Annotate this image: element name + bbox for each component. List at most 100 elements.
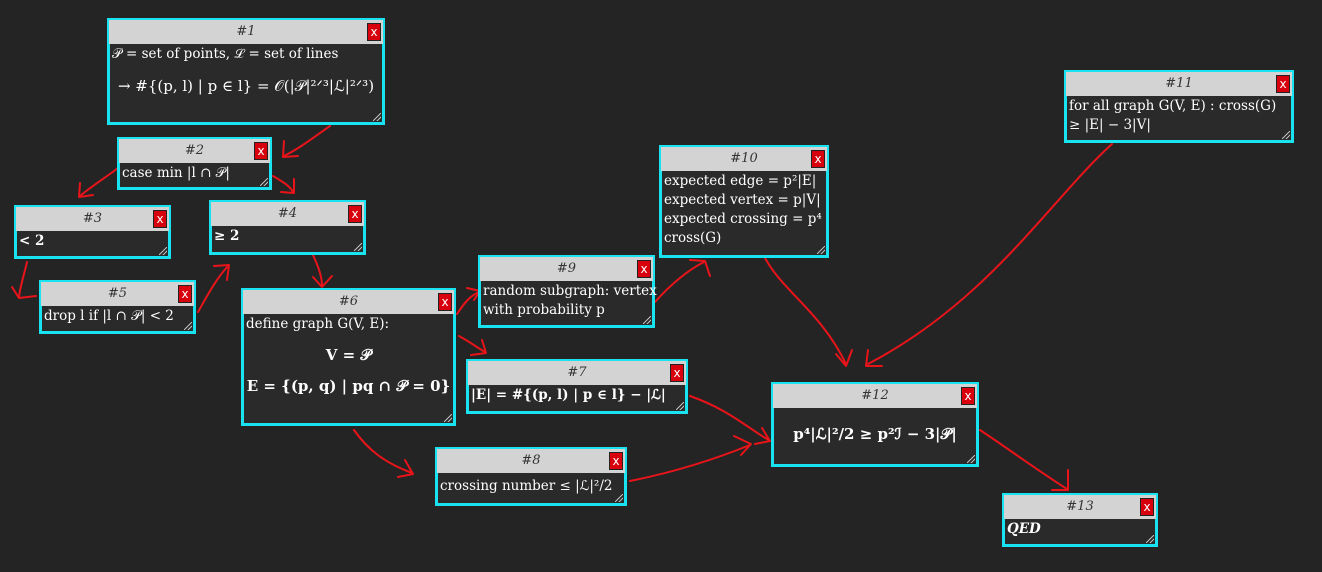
node-7[interactable]: #7 x |E| = #{(p, l) | p ∈ l} − |ℒ| xyxy=(466,359,688,414)
node-11-header[interactable]: #11 x xyxy=(1066,72,1292,96)
node-1-line-1: 𝒫 = set of points, ℒ = set of lines xyxy=(112,46,339,62)
node-1-title: #1 xyxy=(236,24,256,39)
node-8[interactable]: #8 x crossing number ≤ |ℒ|²/2 xyxy=(435,447,627,506)
node-5[interactable]: #5 x drop l if |l ∩ 𝒫| < 2 xyxy=(39,280,196,334)
node-1[interactable]: #1 x 𝒫 = set of points, ℒ = set of lines… xyxy=(107,18,385,125)
node-3-title: #3 xyxy=(82,211,103,226)
arrow-11-to-12 xyxy=(867,143,1113,365)
resize-handle[interactable] xyxy=(817,246,825,254)
resize-handle[interactable] xyxy=(373,113,381,121)
close-button[interactable]: x xyxy=(254,142,268,160)
close-button[interactable]: x xyxy=(438,293,452,311)
close-button[interactable]: x xyxy=(153,210,167,228)
node-11[interactable]: #11 x for all graph G(V, E) : cross(G) ≥… xyxy=(1064,70,1294,143)
node-2[interactable]: #2 x case min |l ∩ 𝒫| xyxy=(117,137,272,190)
node-9[interactable]: #9 x random subgraph: vertex with probab… xyxy=(478,255,657,328)
resize-handle[interactable] xyxy=(260,178,268,186)
node-4-line-1: ≥ 2 xyxy=(214,228,240,244)
arrow-2-to-4 xyxy=(272,175,294,193)
node-3[interactable]: #3 x < 2 xyxy=(14,205,171,259)
close-button[interactable]: x xyxy=(1140,498,1154,516)
node-5-line-1: drop l if |l ∩ 𝒫| < 2 xyxy=(44,308,174,324)
resize-handle[interactable] xyxy=(615,494,623,502)
arrow-6-to-7 xyxy=(458,335,486,353)
node-2-title: #2 xyxy=(184,143,205,158)
node-3-header[interactable]: #3 x xyxy=(16,207,169,231)
node-2-line-1: case min |l ∩ 𝒫| xyxy=(122,165,230,181)
node-6-line-1: define graph G(V, E): xyxy=(246,316,390,332)
resize-handle[interactable] xyxy=(159,247,167,255)
arrow-9-to-10 xyxy=(654,261,705,303)
node-4[interactable]: #4 x ≥ 2 xyxy=(209,200,366,255)
node-2-header[interactable]: #2 x xyxy=(119,139,270,163)
resize-handle[interactable] xyxy=(1146,535,1154,543)
node-13-title: #13 xyxy=(1066,499,1094,514)
node-8-line-1: crossing number ≤ |ℒ|²/2 xyxy=(440,478,613,494)
resize-handle[interactable] xyxy=(184,322,192,330)
close-button[interactable]: x xyxy=(637,260,651,278)
node-8-title: #8 xyxy=(521,453,541,468)
arrow-10-to-12 xyxy=(762,253,847,365)
resize-handle[interactable] xyxy=(676,402,684,410)
arrow-5-to-4 xyxy=(197,265,229,313)
arrow-6-to-9 xyxy=(456,291,480,315)
node-6[interactable]: #6 x define graph G(V, E): V = 𝒫 E = {(p… xyxy=(241,288,456,426)
node-6-line-3: E = {(p, q) | pq ∩ 𝒫 = 0} xyxy=(246,377,451,395)
resize-handle[interactable] xyxy=(354,243,362,251)
node-10[interactable]: #10 x expected edge = p²|E| expected ver… xyxy=(659,145,829,258)
close-button[interactable]: x xyxy=(811,150,825,168)
node-12[interactable]: #12 x p⁴|ℒ|²/2 ≥ p²ℐ − 3|𝒫| xyxy=(771,382,979,467)
node-12-title: #12 xyxy=(861,388,889,403)
arrow-4-to-6 xyxy=(312,254,323,287)
arrow-2-to-3 xyxy=(79,167,119,197)
node-7-title: #7 xyxy=(567,365,587,380)
arrow-3-to-5 xyxy=(18,261,28,298)
node-1-header[interactable]: #1 x xyxy=(109,20,383,44)
node-13[interactable]: #13 x QED xyxy=(1002,493,1158,547)
arrow-12-to-13 xyxy=(979,429,1068,490)
close-button[interactable]: x xyxy=(961,387,975,405)
node-9-line-2: with probability p xyxy=(483,302,605,318)
node-12-header[interactable]: #12 x xyxy=(773,384,977,408)
node-13-line-1: QED xyxy=(1007,521,1041,537)
node-5-header[interactable]: #5 x xyxy=(41,282,194,306)
node-10-header[interactable]: #10 x xyxy=(661,147,827,171)
resize-handle[interactable] xyxy=(643,316,651,324)
node-6-title: #6 xyxy=(338,294,359,309)
arrow-6-to-8 xyxy=(353,429,413,474)
node-7-header[interactable]: #7 x xyxy=(468,361,686,385)
node-11-line-2: ≥ |E| − 3|V| xyxy=(1069,117,1151,133)
node-13-header[interactable]: #13 x xyxy=(1004,495,1156,519)
node-10-line-1: expected edge = p²|E| xyxy=(664,173,817,189)
node-9-title: #9 xyxy=(556,261,577,276)
node-6-header[interactable]: #6 x xyxy=(243,290,454,314)
node-4-title: #4 xyxy=(277,206,298,221)
node-10-line-4: cross(G) xyxy=(664,230,722,246)
node-3-line-1: < 2 xyxy=(19,233,45,249)
close-button[interactable]: x xyxy=(178,285,192,303)
node-10-title: #10 xyxy=(730,151,758,166)
close-button[interactable]: x xyxy=(609,452,623,470)
node-11-title: #11 xyxy=(1165,76,1193,91)
arrow-8-to-12 xyxy=(629,444,751,482)
resize-handle[interactable] xyxy=(1282,131,1290,139)
resize-handle[interactable] xyxy=(444,414,452,422)
node-9-header[interactable]: #9 x xyxy=(480,257,653,281)
node-11-line-1: for all graph G(V, E) : cross(G) xyxy=(1069,98,1277,114)
close-button[interactable]: x xyxy=(670,364,684,382)
node-6-line-2: V = 𝒫 xyxy=(325,346,372,364)
node-8-header[interactable]: #8 x xyxy=(437,449,625,473)
node-5-title: #5 xyxy=(107,286,128,301)
close-button[interactable]: x xyxy=(367,23,381,41)
node-12-line-1: p⁴|ℒ|²/2 ≥ p²ℐ − 3|𝒫| xyxy=(793,425,957,443)
node-1-line-2: → #{(p, l) | p ∈ l} = 𝒪(|𝒫|²ᐟ³|ℒ|²ᐟ³) xyxy=(117,77,375,95)
arrow-1-to-2 xyxy=(283,125,331,157)
node-9-line-1: random subgraph: vertex xyxy=(483,283,657,299)
close-button[interactable]: x xyxy=(1276,75,1290,93)
node-4-header[interactable]: #4 x xyxy=(211,202,364,226)
arrow-7-to-12 xyxy=(689,395,770,441)
close-button[interactable]: x xyxy=(348,205,362,223)
resize-handle[interactable] xyxy=(967,455,975,463)
node-7-line-1: |E| = #{(p, l) | p ∈ l} − |ℒ| xyxy=(471,387,666,403)
node-10-line-3: expected crossing = p⁴ xyxy=(664,211,822,227)
